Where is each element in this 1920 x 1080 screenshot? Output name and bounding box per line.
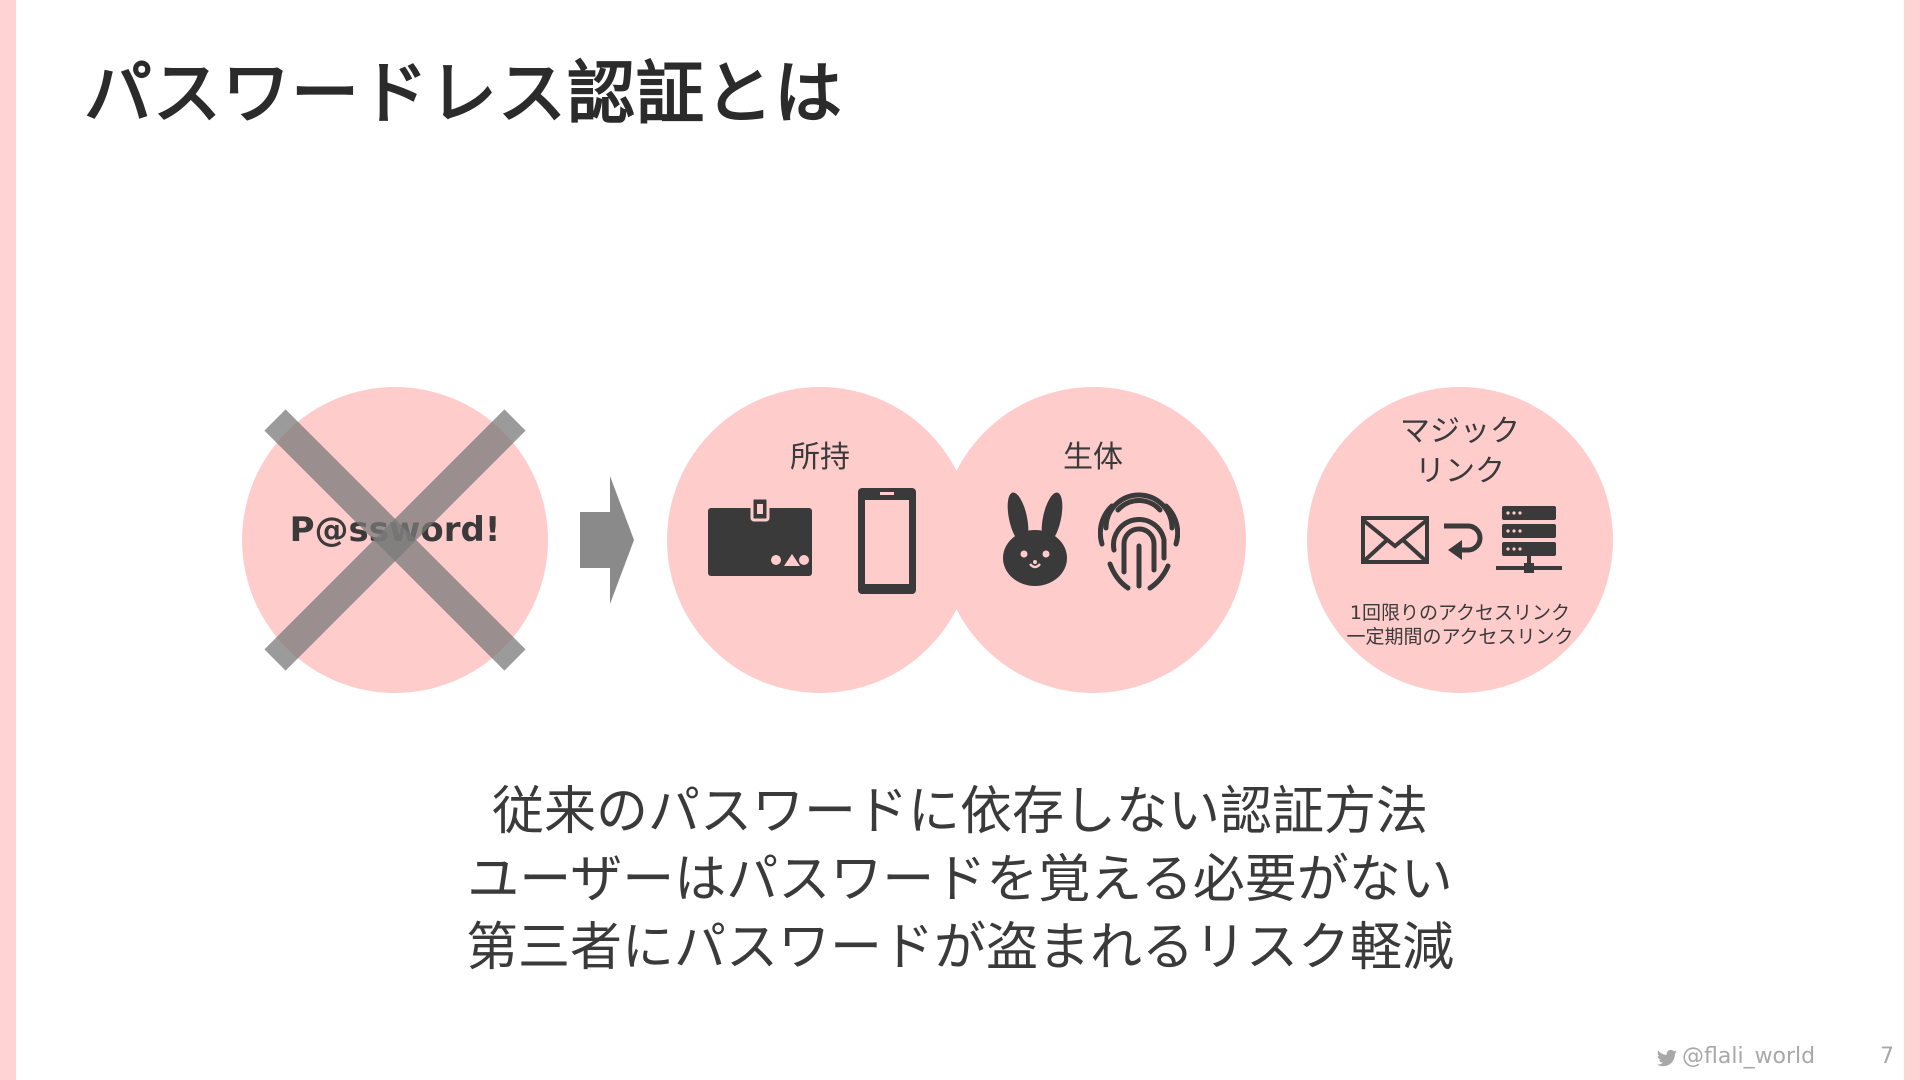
id-card-icon xyxy=(708,498,812,576)
possession-label: 所持 xyxy=(790,440,850,475)
description-line: 第三者にパスワードが盗まれるリスク軽減 xyxy=(465,918,1454,978)
magic-link-label-line: リンク xyxy=(1415,454,1505,489)
twitter-bird-icon xyxy=(1656,1049,1678,1067)
magic-link-notes: 1回限りのアクセスリンク 一定期間のアクセスリンク xyxy=(1307,601,1613,649)
right-edge-bar xyxy=(1904,0,1920,1080)
description: 従来のパスワードに依存しない認証方法 ユーザーはパスワードを覚える必要がない 第… xyxy=(260,778,1660,982)
return-arrow-icon xyxy=(1444,523,1483,560)
magic-link-circle xyxy=(1307,387,1613,693)
magic-link-note: 一定期間のアクセスリンク xyxy=(1346,626,1574,648)
magic-link-note: 1回限りのアクセスリンク xyxy=(1349,602,1571,624)
smartphone-icon xyxy=(858,488,916,594)
rabbit-face-icon xyxy=(1003,492,1067,586)
biometric-circle xyxy=(940,387,1246,693)
page-number: 7 xyxy=(1880,1044,1894,1069)
biometric-label: 生体 xyxy=(1063,440,1123,475)
fingerprint-icon xyxy=(1098,492,1180,591)
right-arrow-icon xyxy=(580,476,634,604)
footer-handle: @flali_world xyxy=(1682,1044,1816,1069)
magic-link-label: マジック リンク xyxy=(1307,412,1613,492)
server-icon xyxy=(1496,506,1562,573)
slide-title: パスワードレス認証とは xyxy=(84,55,844,134)
envelope-icon xyxy=(1361,516,1429,564)
description-line: ユーザーはパスワードを覚える必要がない xyxy=(467,850,1453,910)
magic-link-label-line: マジック xyxy=(1400,414,1520,449)
description-line: 従来のパスワードに依存しない認証方法 xyxy=(491,782,1428,842)
cross-mark-icon xyxy=(264,409,526,671)
left-edge-bar xyxy=(0,0,16,1080)
